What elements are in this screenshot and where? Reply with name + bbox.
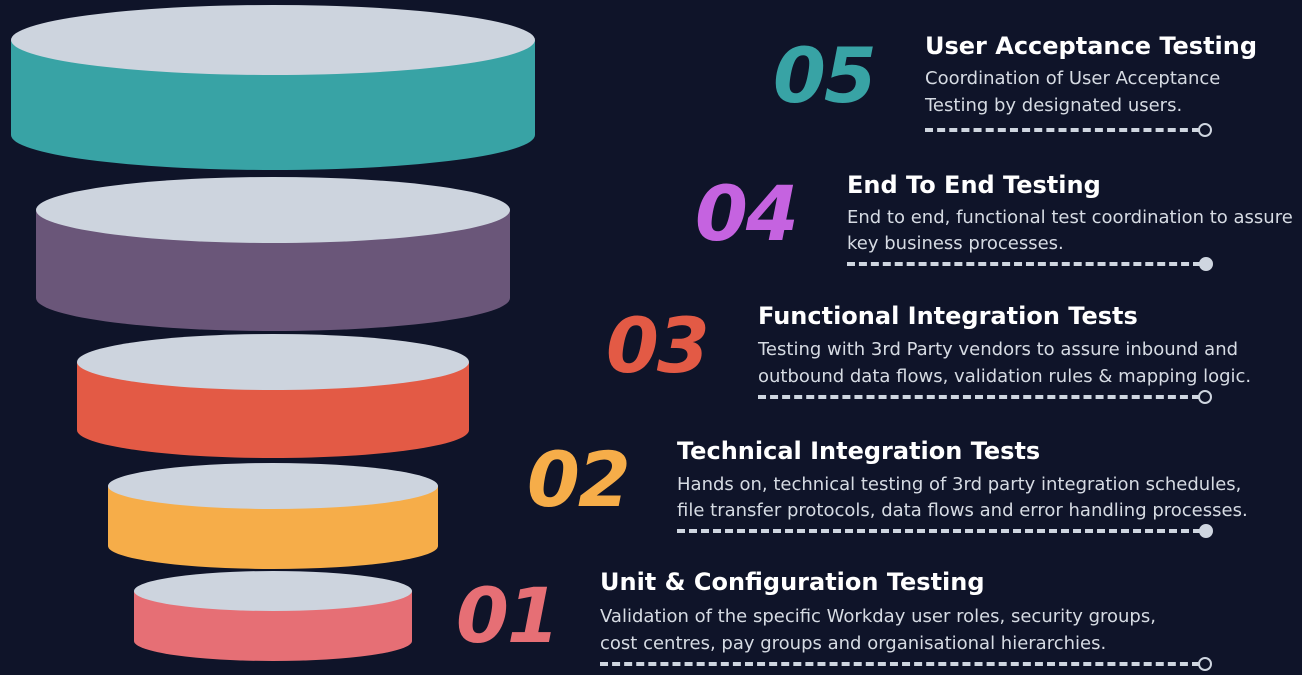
funnel-disc-04	[36, 177, 510, 331]
dashed-line	[677, 529, 1201, 533]
stage-description-line: Validation of the specific Workday user …	[600, 606, 1156, 627]
stage-number: 05	[773, 31, 877, 120]
funnel-disc-top	[36, 177, 510, 243]
stage-description-line: cost centres, pay groups and organisatio…	[600, 633, 1107, 654]
stage-description-line: Testing with 3rd Party vendors to assure…	[758, 339, 1239, 360]
funnel-disc-03	[77, 334, 469, 458]
funnel-disc-side	[108, 486, 438, 569]
endpoint-circle-icon	[1198, 390, 1212, 404]
dashed-connector	[847, 257, 1213, 271]
stage-03: 03 Functional Integration Tests Testing …	[606, 301, 1252, 404]
funnel-disc-02	[108, 463, 438, 569]
funnel-disc-top	[108, 463, 438, 509]
stage-number: 03	[606, 301, 710, 390]
endpoint-circle-icon	[1199, 257, 1213, 271]
dashed-connector	[600, 657, 1212, 671]
endpoint-circle-icon	[1198, 657, 1212, 671]
dashed-line	[925, 128, 1200, 132]
dashed-connector	[677, 524, 1213, 538]
funnel-disc-side	[134, 591, 412, 661]
dashed-connector	[925, 123, 1212, 137]
stage-description-line: Hands on, technical testing of 3rd party…	[677, 474, 1242, 495]
stage-description-line: file transfer protocols, data flows and …	[677, 500, 1248, 521]
funnel-disc-05	[11, 5, 535, 170]
stage-title: End To End Testing	[847, 171, 1101, 199]
endpoint-circle-icon	[1199, 524, 1213, 538]
funnel-disc-side	[36, 210, 510, 331]
funnel-disc-top	[134, 571, 412, 611]
funnel-disc-top	[77, 334, 469, 390]
dashed-line	[600, 662, 1200, 666]
funnel-graphic	[11, 5, 535, 661]
stage-description-line: End to end, functional test coordination…	[847, 207, 1293, 228]
stage-number: 04	[695, 169, 799, 258]
stage-title: User Acceptance Testing	[925, 32, 1258, 60]
stage-02: 02 Technical Integration Tests Hands on,…	[527, 435, 1248, 538]
stage-05: 05 User Acceptance Testing Coordination …	[0, 0, 1302, 140]
stage-number: 01	[456, 571, 560, 660]
stage-description-line: outbound data flows, validation rules & …	[758, 366, 1252, 387]
dashed-line	[847, 262, 1201, 266]
stage-title: Technical Integration Tests	[677, 437, 1041, 465]
stage-description-line: Testing by designated users.	[925, 95, 1183, 116]
dashed-line	[758, 395, 1200, 399]
stage-title: Functional Integration Tests	[758, 302, 1138, 330]
stage-description-line: Coordination of User Acceptance	[925, 68, 1221, 89]
stage-04: 04 End To End Testing End to end, functi…	[0, 0, 1302, 280]
stage-description-line: key business processes.	[847, 233, 1064, 254]
dashed-connector	[758, 390, 1212, 404]
funnel-disc-side	[11, 40, 535, 170]
funnel-disc-top	[11, 5, 535, 75]
endpoint-circle-icon	[1198, 123, 1212, 137]
stage-number: 02	[527, 435, 631, 524]
stage-title: Unit & Configuration Testing	[600, 568, 985, 596]
funnel-disc-01	[134, 571, 412, 661]
